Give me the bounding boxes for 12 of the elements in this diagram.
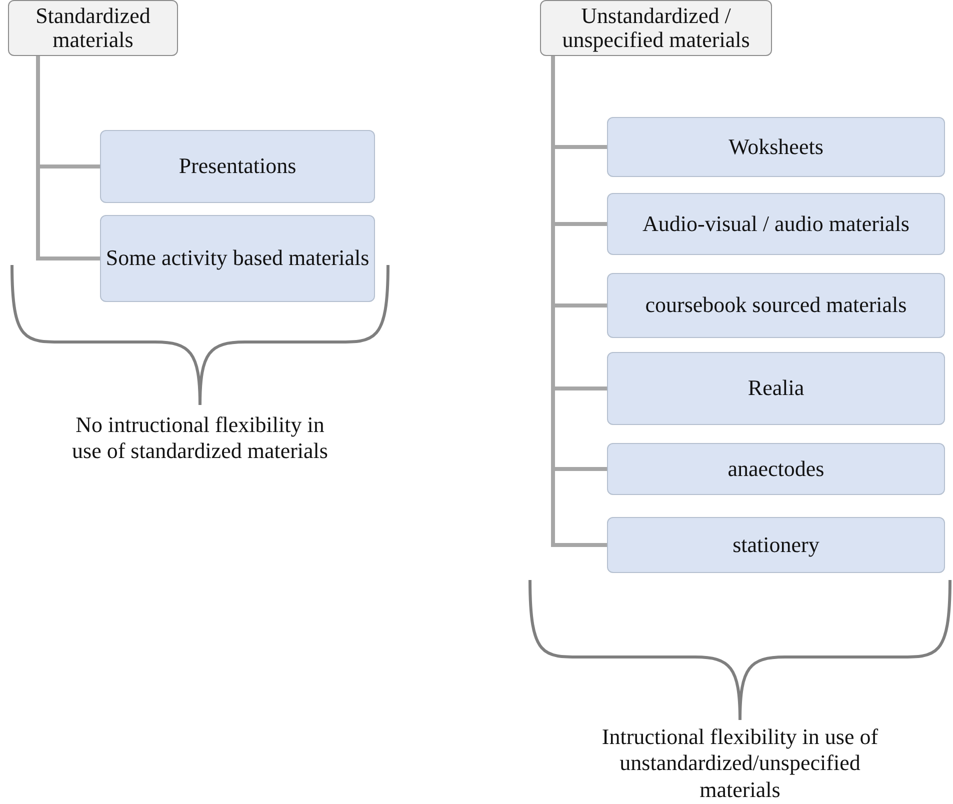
note-text: Intructional flexibility in use of unstandardized/unspecified materials <box>600 724 880 804</box>
item-box: Some activity based materials <box>100 215 375 302</box>
item-box: Realia <box>607 352 945 425</box>
item-box: Woksheets <box>607 117 945 177</box>
category-box: Unstandardized / unspecified materials <box>540 0 772 56</box>
item-box: anaectodes <box>607 443 945 495</box>
item-box: stationery <box>607 517 945 573</box>
category-box: Standardized materials <box>8 0 178 56</box>
item-box: Presentations <box>100 130 375 203</box>
note-text: No intructional flexibility in use of standardized materials <box>71 412 329 465</box>
item-box: coursebook sourced materials <box>607 273 945 338</box>
item-box: Audio-visual / audio materials <box>607 193 945 255</box>
